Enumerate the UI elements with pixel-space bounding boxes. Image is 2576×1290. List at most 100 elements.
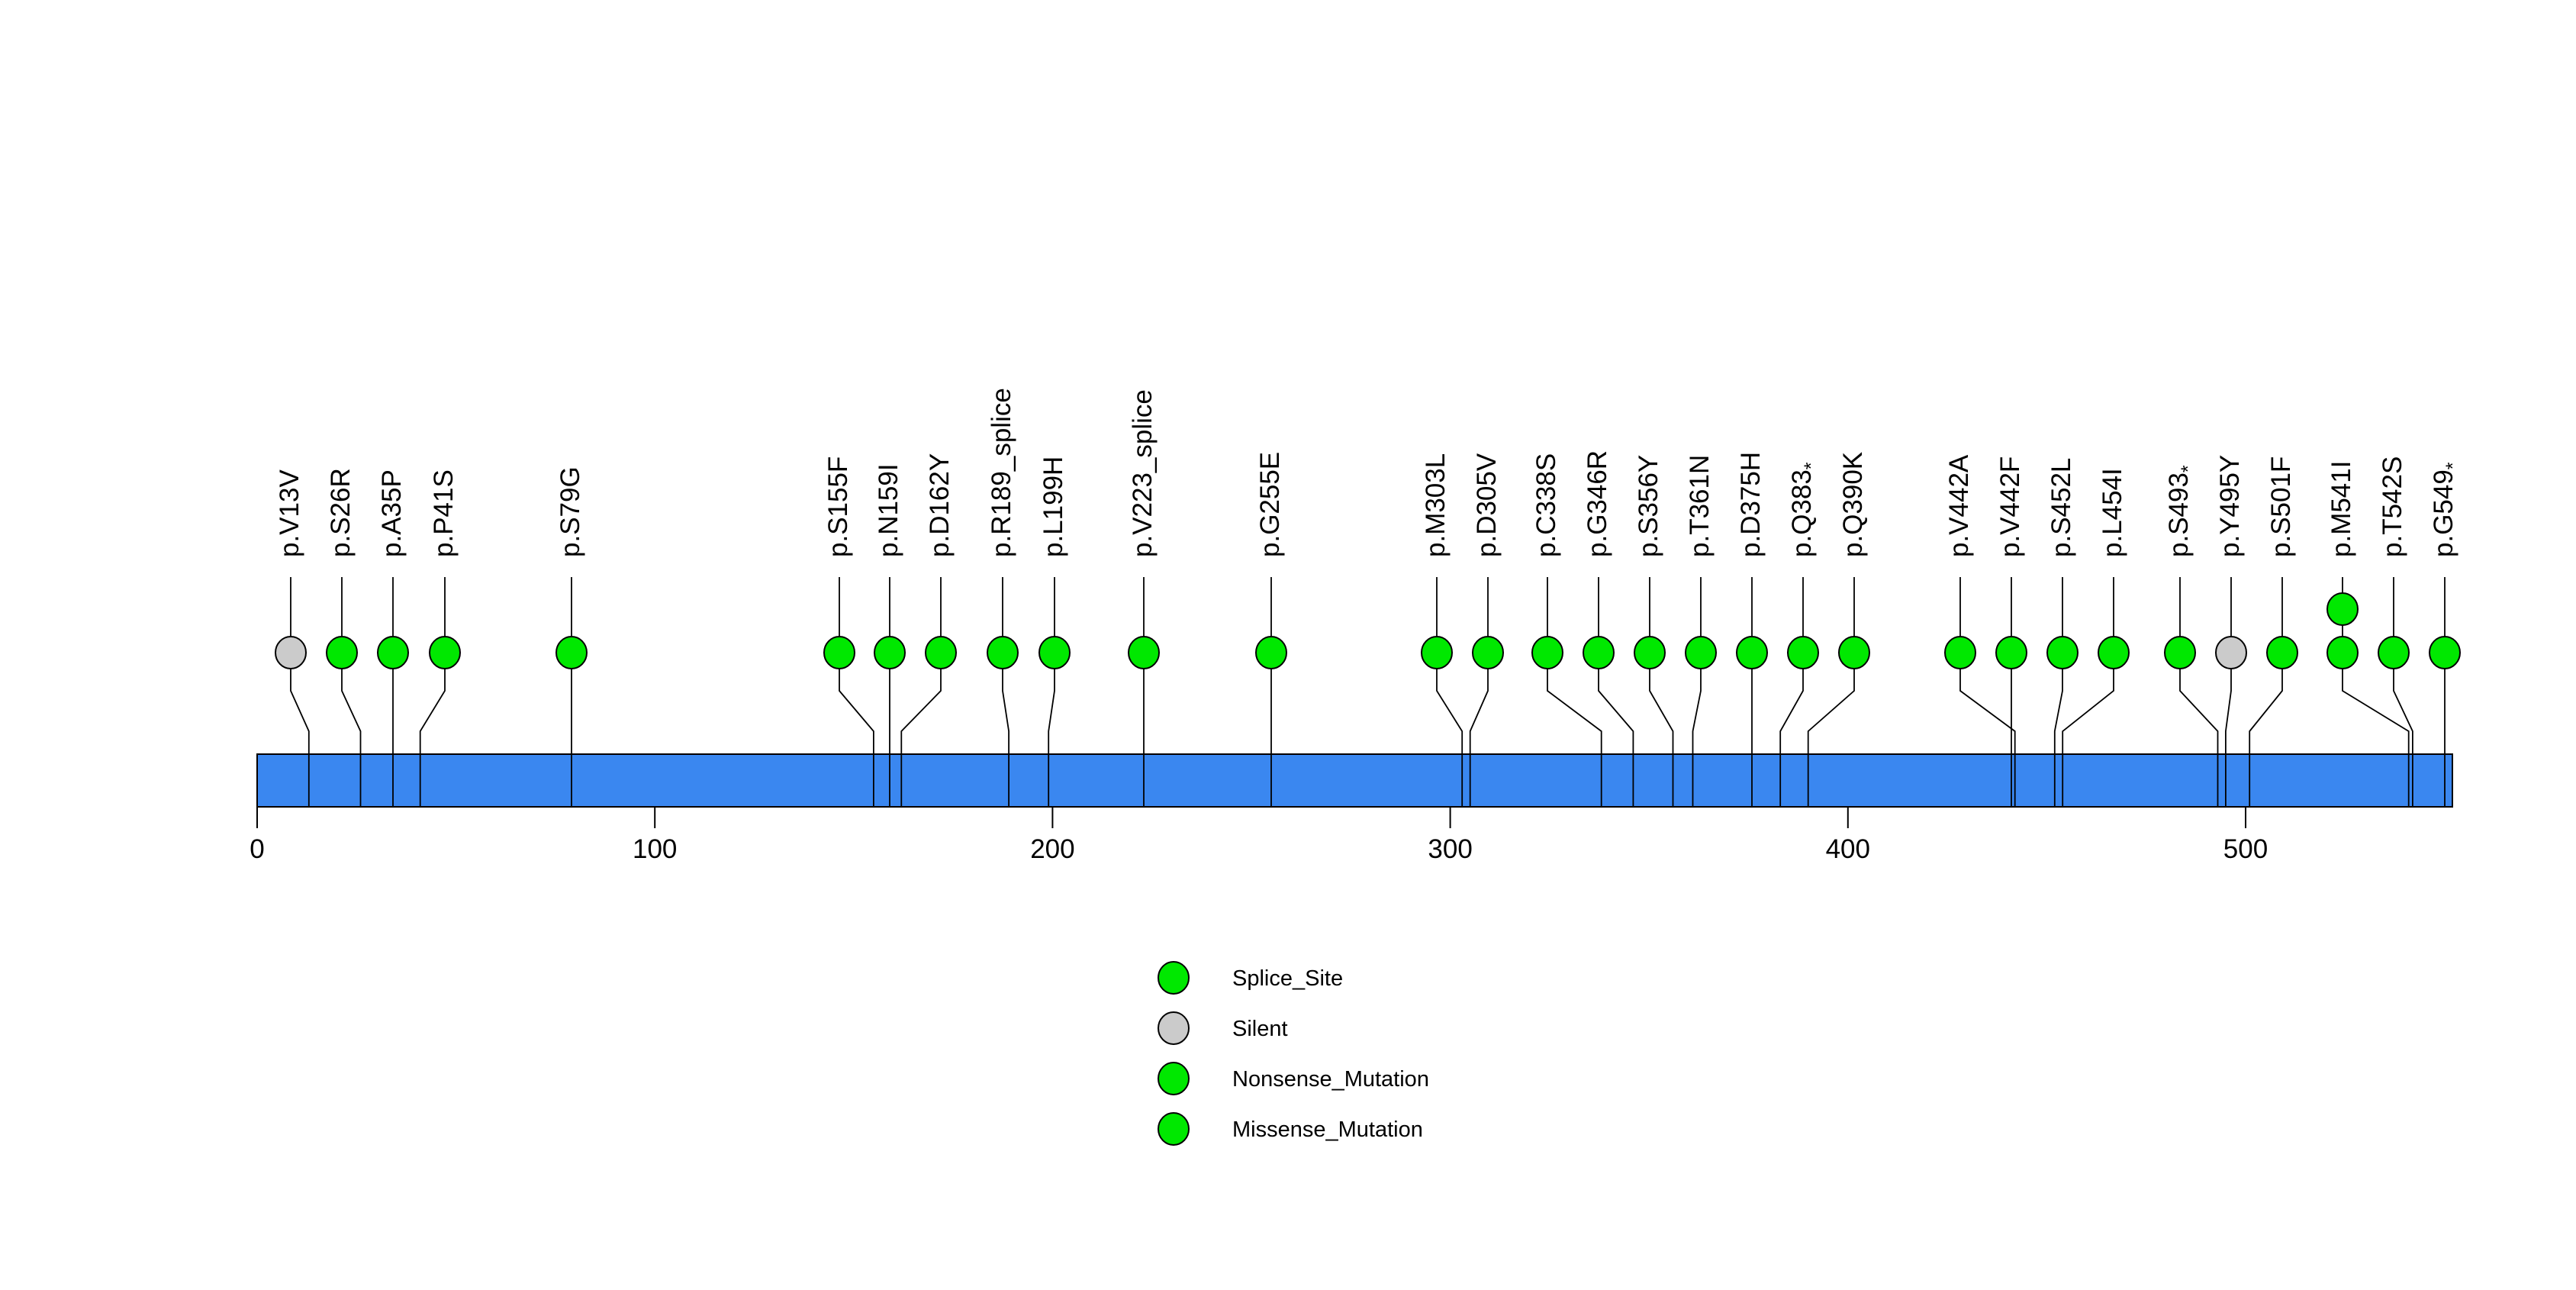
mutation-label: p.D162Y xyxy=(925,453,955,557)
mutation-lollipop: p.V223_splice xyxy=(1128,389,1160,807)
mutation-label: p.T361N xyxy=(1685,455,1715,557)
mutation-label: p.S356Y xyxy=(1634,455,1663,557)
mutation-circle xyxy=(2326,592,2359,626)
mutation-circle xyxy=(1038,636,1071,669)
mutation-label: p.M303L xyxy=(1421,453,1451,557)
mutation-circle xyxy=(1583,636,1615,669)
lollipop-stem xyxy=(1807,577,1855,807)
mutation-label: p.L199H xyxy=(1038,456,1068,557)
mutation-lollipop: p.A35P xyxy=(377,469,409,807)
mutation-lollipop: p.L199H xyxy=(1038,456,1071,807)
mutation-lollipop: p.G255E xyxy=(1255,452,1287,807)
mutation-lollipop: p.S501F xyxy=(2249,456,2298,807)
mutation-circle xyxy=(1472,636,1504,669)
mutation-label: p.L454I xyxy=(2098,468,2127,557)
legend-item: Splice_Site xyxy=(1158,961,1343,995)
mutation-label: p.V442A xyxy=(1944,454,1974,557)
mutation-circle xyxy=(2378,636,2410,669)
mutation-label: p.R189_splice xyxy=(987,388,1016,557)
mutation-label: p.V13V xyxy=(275,469,304,557)
mutation-lollipop: p.R189_splice xyxy=(987,388,1019,807)
lollipop-stem xyxy=(1959,577,2016,807)
mutation-circle xyxy=(2326,636,2359,669)
lollipop-stem xyxy=(1048,577,1055,807)
mutation-lollipop: p.V442A xyxy=(1944,454,2016,807)
mutation-circle xyxy=(326,636,358,669)
mutation-circle xyxy=(1685,636,1717,669)
legend-label: Silent xyxy=(1232,1017,1288,1041)
mutation-circle xyxy=(1634,636,1666,669)
axis-tick-label: 100 xyxy=(633,834,677,864)
mutation-lollipop: p.D305V xyxy=(1469,453,1504,807)
mutation-lollipop: p.T542S xyxy=(2378,456,2413,807)
mutation-label: p.S452L xyxy=(2046,458,2076,557)
lollipop-stem xyxy=(419,577,446,807)
mutation-lollipop: p.L454I xyxy=(2062,468,2130,807)
mutation-circle xyxy=(1128,636,1160,669)
legend-item: Nonsense_Mutation xyxy=(1158,1062,1429,1095)
mutation-lollipop: p.S356Y xyxy=(1634,455,1674,807)
lollipop-stem xyxy=(1598,577,1634,807)
lollipop-stem xyxy=(290,577,310,807)
mutation-lollipop: p.V13V xyxy=(275,469,310,807)
lollipop-stem xyxy=(1436,577,1463,807)
lollipop-stem xyxy=(2249,577,2283,807)
mutation-circle xyxy=(1531,636,1563,669)
lollipop-stem xyxy=(2179,577,2219,807)
mutation-circle xyxy=(1838,636,1870,669)
mutation-circle xyxy=(377,636,409,669)
mutation-label: p.G255E xyxy=(1255,452,1285,557)
mutation-circle xyxy=(429,636,461,669)
mutation-lollipop: p.S26R xyxy=(326,468,362,807)
mutation-circle xyxy=(555,636,588,669)
mutation-label: p.P41S xyxy=(429,469,459,557)
mutation-label: p.V442F xyxy=(1995,456,2025,557)
mutation-lollipop: p.S155F xyxy=(823,456,874,807)
mutation-circle xyxy=(1255,636,1287,669)
mutation-label: p.C338S xyxy=(1531,453,1561,557)
mutation-label: p.G346R xyxy=(1583,450,1612,557)
mutation-label: p.G549* xyxy=(2429,462,2464,557)
mutation-lollipop: p.S452L xyxy=(2046,458,2079,807)
legend-swatch xyxy=(1158,1011,1190,1045)
mutation-lollipop: p.S493* xyxy=(2164,465,2219,807)
mutation-lollipop: p.G549* xyxy=(2429,462,2464,807)
mutation-label: p.A35P xyxy=(377,469,407,557)
mutation-lollipop: p.V442F xyxy=(1995,456,2027,807)
mutation-circle xyxy=(1787,636,1819,669)
axis-tick-label: 0 xyxy=(250,834,264,864)
mutation-circle xyxy=(1736,636,1768,669)
mutation-label: p.N159I xyxy=(874,463,903,557)
lollipop-stem xyxy=(839,577,874,807)
mutation-label: p.T542S xyxy=(2378,456,2407,557)
mutation-circle xyxy=(2098,636,2130,669)
mutation-lollipop: p.Q390K xyxy=(1807,452,1870,807)
mutation-circle xyxy=(2266,636,2298,669)
legend-swatch xyxy=(1158,961,1190,995)
mutation-lollipop: p.M541I xyxy=(2326,461,2410,807)
lollipop-stem xyxy=(1779,577,1804,807)
mutation-label: p.S79G xyxy=(555,466,585,557)
lollipop-stem xyxy=(1002,577,1009,807)
mutation-lollipop: p.G346R xyxy=(1583,450,1634,807)
mutation-circle xyxy=(823,636,855,669)
lollipop-stem xyxy=(2224,577,2232,807)
axis-tick-label: 500 xyxy=(2223,834,2268,864)
protein-bar xyxy=(256,753,2453,808)
mutation-circle xyxy=(2429,636,2461,669)
lollipop-stem xyxy=(2053,577,2063,807)
mutation-label: p.D375H xyxy=(1736,452,1766,557)
mutation-lollipop: p.D162Y xyxy=(900,453,957,807)
lollipop-stem xyxy=(1469,577,1489,807)
lollipop-stem xyxy=(1692,577,1702,807)
mutation-lollipop: p.Q383* xyxy=(1779,462,1822,807)
mutation-circle xyxy=(925,636,957,669)
mutation-circle xyxy=(1995,636,2027,669)
mutation-lollipop: p.D375H xyxy=(1736,452,1768,807)
mutation-lollipop: p.T361N xyxy=(1685,455,1717,807)
lollipop-stem xyxy=(1547,577,1602,807)
mutation-circle xyxy=(2164,636,2196,669)
legend-swatch xyxy=(1158,1062,1190,1095)
